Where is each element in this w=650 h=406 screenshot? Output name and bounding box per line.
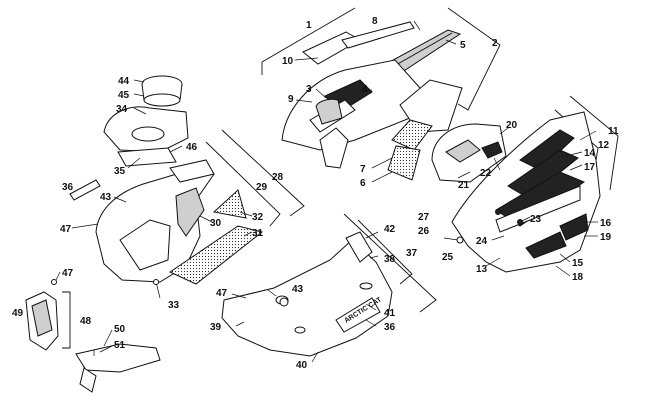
callout-47-bottom: 47 (62, 268, 74, 279)
callout-43-nose: 43 (292, 284, 304, 295)
part-17-stripe (507, 149, 579, 199)
part-32-pad (212, 189, 247, 219)
callout-47-left: 47 (60, 224, 72, 235)
callout-44: 44 (118, 76, 130, 87)
callout-35: 35 (114, 166, 126, 177)
callout-1: 1 (306, 20, 312, 31)
part-51-stud (79, 367, 97, 393)
callout-2: 2 (492, 38, 498, 49)
callout-33: 33 (168, 300, 180, 311)
callout-37: 37 (406, 248, 418, 259)
callout-51: 51 (114, 340, 126, 351)
part-7-pad (391, 119, 433, 151)
part-23-fastener (517, 219, 523, 225)
callout-41: 41 (384, 308, 396, 319)
callout-43-left: 43 (100, 192, 112, 203)
callout-24: 24 (476, 236, 488, 247)
callout-labels: 1 2 3 4 5 6 7 8 9 10 11 12 13 14 15 16 1… (12, 16, 619, 371)
part-22-clip (481, 141, 503, 159)
callout-10: 10 (282, 56, 294, 67)
callout-46: 46 (186, 142, 198, 153)
callout-36-nose: 36 (384, 322, 396, 333)
callout-25: 25 (442, 252, 454, 263)
callout-17: 17 (584, 162, 596, 173)
callout-23: 23 (530, 214, 542, 225)
console-assembly (69, 75, 305, 299)
callout-7: 7 (360, 164, 366, 175)
part-41-decal-plate (335, 297, 381, 333)
callout-12: 12 (598, 140, 610, 151)
callout-3: 3 (306, 84, 312, 95)
callout-4: 4 (362, 84, 368, 95)
callout-42: 42 (384, 224, 396, 235)
callout-26: 26 (418, 226, 430, 237)
callout-38: 38 (384, 254, 396, 265)
callout-28: 28 (272, 172, 284, 183)
part-26-screw (456, 236, 464, 244)
callout-49: 49 (12, 308, 24, 319)
part-3-lens (315, 98, 343, 125)
upper-hood-assembly (261, 7, 501, 183)
part-14-stripe (519, 129, 575, 171)
callout-14: 14 (584, 148, 596, 159)
part-19-vent (559, 213, 589, 241)
part-45-bezel (143, 93, 181, 107)
callout-39: 39 (210, 322, 222, 333)
part-43-grommet (279, 297, 289, 307)
callout-19: 19 (600, 232, 612, 243)
part-36-strip (69, 179, 101, 201)
callout-6: 6 (360, 178, 366, 189)
callout-47-nose: 47 (216, 288, 228, 299)
callout-5: 5 (460, 40, 466, 51)
callout-45: 45 (118, 90, 130, 101)
callout-29: 29 (256, 182, 268, 193)
part-35-panel (117, 147, 177, 167)
callout-13: 13 (476, 264, 488, 275)
nose-assembly: ARCTIC CAT (221, 213, 437, 363)
callout-18: 18 (572, 272, 584, 283)
bottom-left-parts (25, 271, 161, 393)
callout-8: 8 (372, 16, 378, 27)
callout-20: 20 (506, 120, 518, 131)
callout-21: 21 (458, 180, 470, 191)
part-8-trim (341, 21, 415, 49)
callout-27: 27 (418, 212, 430, 223)
callout-16: 16 (600, 218, 612, 229)
callout-9: 9 (288, 94, 294, 105)
callout-11: 11 (608, 126, 619, 137)
part-10-panel (302, 31, 362, 65)
callout-36-left: 36 (62, 182, 74, 193)
part-15-vent (525, 231, 567, 259)
callout-34: 34 (116, 104, 128, 115)
callout-31: 31 (252, 228, 264, 239)
callout-40: 40 (296, 360, 308, 371)
callout-48: 48 (80, 316, 92, 327)
callout-15: 15 (572, 258, 584, 269)
callout-50: 50 (114, 324, 126, 335)
side-panel-assembly (431, 95, 619, 277)
part-6-pad (387, 145, 421, 181)
callout-22: 22 (480, 168, 492, 179)
callout-32: 32 (252, 212, 264, 223)
part-31-pad (168, 225, 264, 285)
part-39-nose-pan (221, 239, 393, 357)
callout-30: 30 (210, 218, 222, 229)
